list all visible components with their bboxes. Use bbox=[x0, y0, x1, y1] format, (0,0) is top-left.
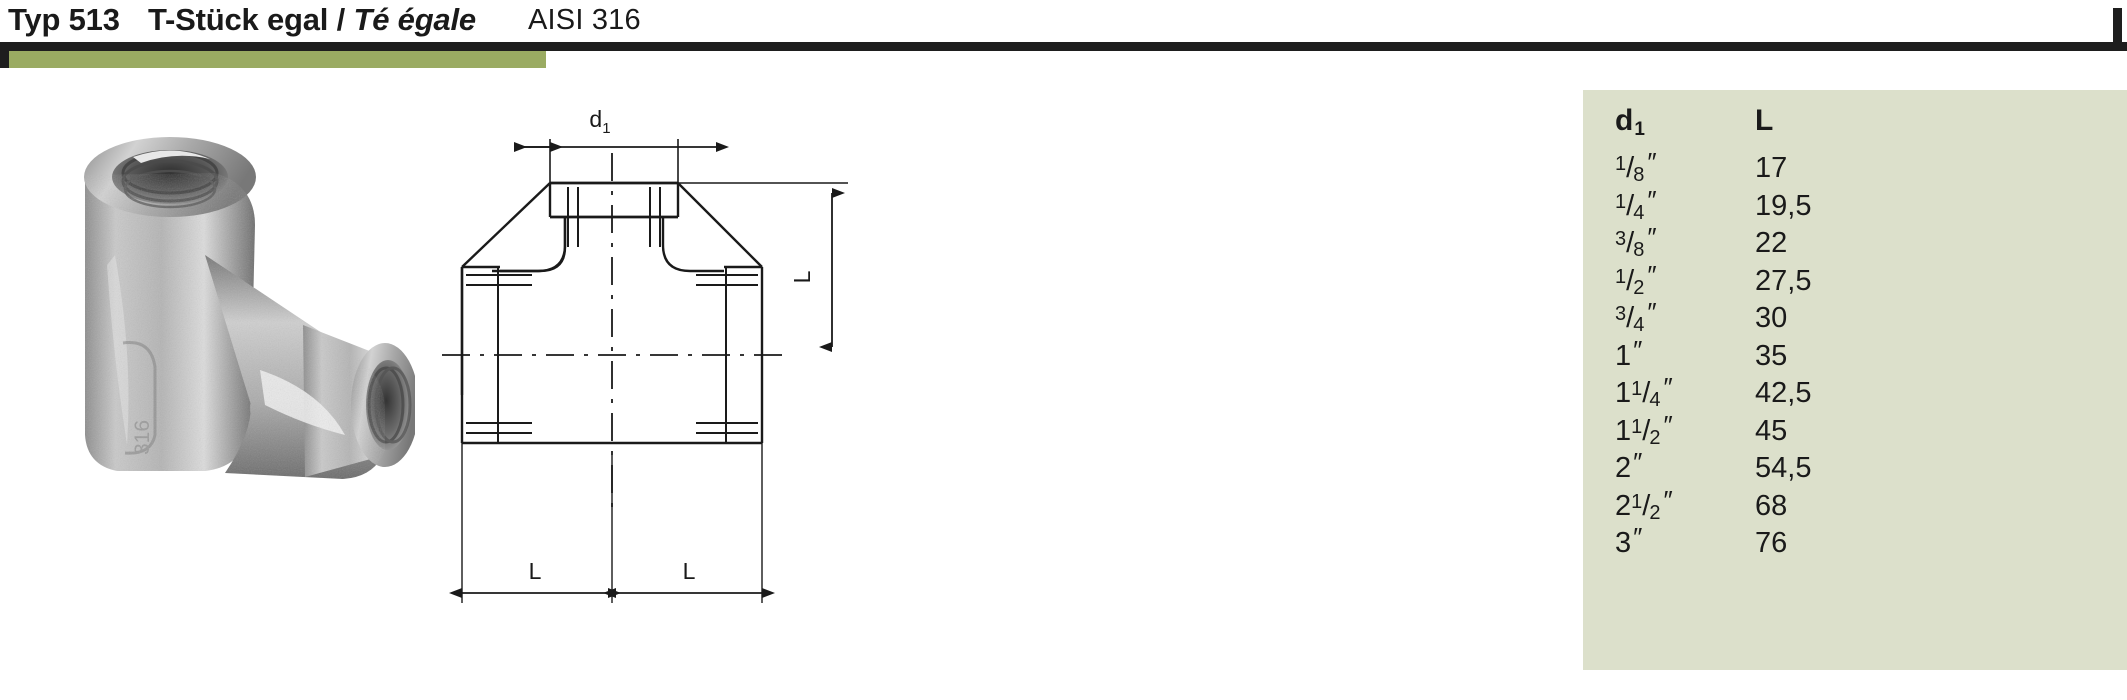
cell-d1: 2″ bbox=[1615, 447, 1642, 484]
photo-texture bbox=[85, 173, 385, 479]
cell-d1: 1/2″ bbox=[1615, 259, 1657, 299]
cell-d1: 11/2″ bbox=[1615, 409, 1673, 449]
table-row: 11/4″ 42,5 bbox=[1615, 372, 2085, 415]
product-photo: 316 bbox=[55, 105, 415, 485]
table-row: 1″ 35 bbox=[1615, 334, 2085, 378]
table-row: 21/2″ 68 bbox=[1615, 484, 2085, 528]
cell-L: 54,5 bbox=[1755, 452, 1812, 484]
cell-L: 76 bbox=[1755, 527, 1788, 559]
cell-L: 30 bbox=[1755, 302, 1788, 334]
table-row: 3/4″ 30 bbox=[1615, 297, 2085, 340]
table-row: 2″ 54,5 bbox=[1615, 447, 2085, 490]
cell-L: 42,5 bbox=[1755, 377, 1812, 409]
drawing-outline bbox=[460, 181, 678, 395]
header-left-tab bbox=[0, 42, 9, 68]
cell-d1: 3″ bbox=[1615, 522, 1642, 559]
cell-L: 17 bbox=[1755, 152, 1788, 184]
cell-d1: 1/4″ bbox=[1615, 184, 1657, 224]
cell-L: 27,5 bbox=[1755, 264, 1812, 297]
table-row: 3″ 76 bbox=[1615, 522, 2085, 565]
header-rule bbox=[0, 42, 2127, 51]
cell-L: 68 bbox=[1755, 489, 1788, 522]
table-row: 1/2″ 27,5 bbox=[1615, 259, 2085, 303]
page-header: Typ 513 T-Stück egal / Té égale AISI 316 bbox=[0, 0, 2127, 42]
product-name-de: T-Stück egal bbox=[148, 2, 329, 37]
cell-L: 35 bbox=[1755, 339, 1788, 372]
cell-d1: 11/4″ bbox=[1615, 372, 1673, 411]
cell-d1: 1″ bbox=[1615, 334, 1642, 372]
material-grade: AISI 316 bbox=[528, 4, 641, 36]
accent-bar bbox=[9, 51, 546, 68]
cell-d1: 3/8″ bbox=[1615, 222, 1657, 261]
dimension-label-L-right: L bbox=[683, 558, 696, 584]
cell-L: 45 bbox=[1755, 414, 1788, 447]
drawing-body bbox=[460, 181, 764, 445]
cell-L: 19,5 bbox=[1755, 189, 1812, 222]
dimension-label-L-left: L bbox=[529, 558, 542, 584]
column-header-d1: d1 bbox=[1615, 104, 1645, 140]
name-separator: / bbox=[328, 2, 354, 37]
photo-top-highlight bbox=[133, 150, 210, 163]
product-name: T-Stück egal / Té égale bbox=[148, 2, 476, 38]
cell-d1: 1/8″ bbox=[1615, 147, 1657, 186]
column-header-L: L bbox=[1755, 104, 1774, 137]
dimension-L-vertical: L bbox=[678, 182, 848, 352]
table-row: 1/8″ 17 bbox=[1615, 147, 2085, 190]
table-row: 11/2″ 45 bbox=[1615, 409, 2085, 453]
header-right-tab bbox=[2113, 8, 2122, 51]
technical-drawing-svg: d1 L L L bbox=[442, 106, 848, 603]
dimension-L-horizontal: L L bbox=[449, 443, 775, 603]
table-row: 1/4″ 19,5 bbox=[1615, 184, 2085, 228]
table-row: 3/8″ 22 bbox=[1615, 222, 2085, 265]
product-photo-image: 316 bbox=[84, 137, 415, 479]
technical-drawing: d1 L L L bbox=[440, 95, 1100, 635]
cell-L: 22 bbox=[1755, 227, 1788, 259]
drawing-centerlines bbox=[442, 153, 790, 515]
dimension-label-d1: d1 bbox=[589, 106, 610, 137]
cell-d1: 3/4″ bbox=[1615, 297, 1657, 336]
table-header-row: d1 L bbox=[1615, 90, 2085, 152]
product-name-fr: Té égale bbox=[353, 2, 476, 37]
product-type-label: Typ 513 bbox=[8, 2, 120, 37]
cell-d1: 21/2″ bbox=[1615, 484, 1673, 524]
dimension-label-L-vertical: L bbox=[789, 270, 815, 283]
dimension-d1: d1 bbox=[514, 106, 729, 187]
